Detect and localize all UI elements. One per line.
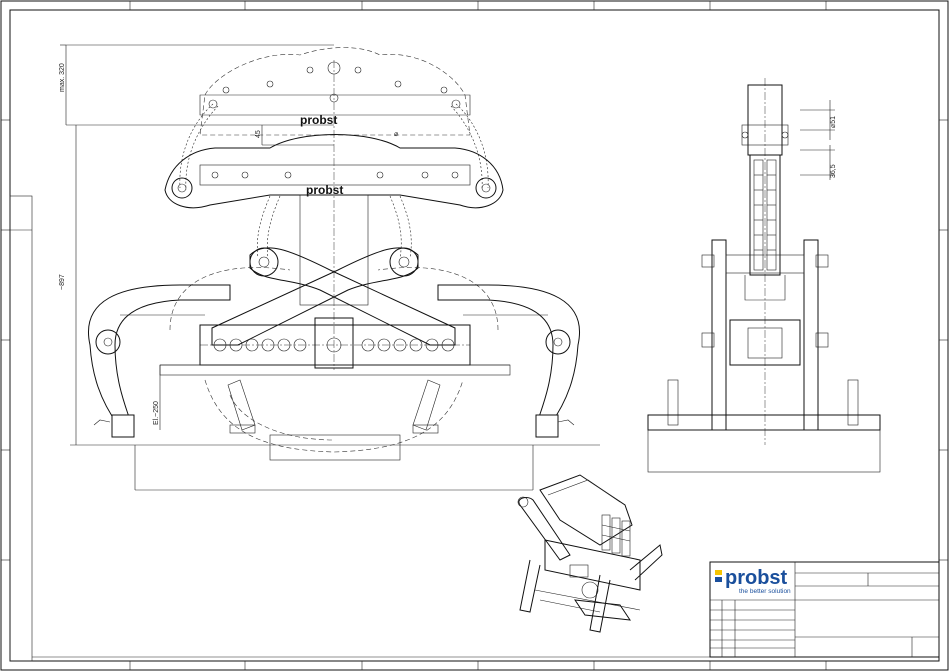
title-block: probst the better solution [710, 562, 939, 657]
side-view: ⌀51 36,5 [648, 78, 880, 472]
pin-diameter-dimension: ⌀51 [830, 116, 837, 128]
grip-range-dimension: El.~250 [153, 401, 160, 425]
logo-tagline: the better solution [739, 588, 791, 595]
pin-length-dimension: 36,5 [830, 164, 837, 178]
front-view: probst probst [59, 45, 600, 490]
max-open-dimension: max. 320 [59, 63, 66, 92]
probst-logo: probst the better solution [715, 567, 791, 595]
isometric-view [518, 475, 662, 632]
height-dimension: ~897 [59, 274, 66, 290]
logo-word: probst [725, 567, 788, 589]
offset-dimension: 45 [255, 130, 262, 138]
diameter-symbol: ⌀ [394, 131, 398, 138]
